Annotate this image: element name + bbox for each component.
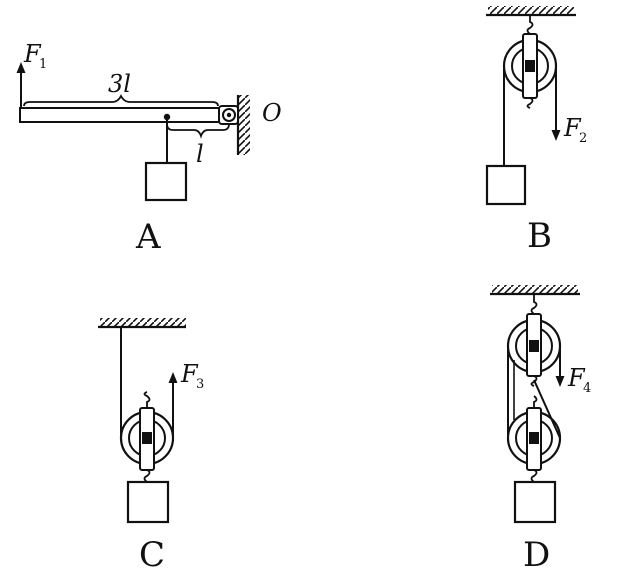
pulley-d-fixed-axle-icon — [529, 340, 539, 352]
pivot-label: O — [262, 99, 282, 127]
lever-bar — [19, 107, 229, 123]
long-arm-label: 3l — [108, 70, 131, 98]
weight-b — [485, 164, 527, 206]
panel-label-a: A — [135, 217, 161, 257]
pulley-b-axle-icon — [525, 60, 535, 72]
force-sub-b: 2 — [579, 131, 587, 146]
arrowhead-up-icon — [168, 372, 178, 383]
wall-a — [238, 95, 250, 155]
pulley-d-movable-axle-icon — [529, 432, 539, 444]
arrowhead-up-icon — [16, 62, 26, 73]
panel-c: F 3 C — [98, 318, 204, 575]
hook-b-lower-icon — [526, 97, 534, 109]
panel-label-c: C — [139, 535, 165, 575]
load-point-a — [163, 113, 171, 121]
hook-c-lower-icon — [143, 469, 151, 483]
force-sub-d: 4 — [583, 381, 591, 396]
hook-d-bottom-icon — [530, 469, 538, 483]
hook-c-upper-icon — [143, 391, 151, 408]
ceiling-c — [100, 318, 186, 327]
weight-c — [126, 480, 170, 524]
hook-b-icon — [526, 15, 534, 35]
weight-a — [144, 161, 188, 202]
ceiling-b — [488, 6, 574, 15]
short-arm-label: l — [196, 140, 204, 168]
brace-l — [166, 123, 230, 139]
pivot-center-icon — [226, 112, 232, 118]
weight-d — [513, 480, 557, 524]
force-label-b: F — [563, 114, 582, 142]
force-sub-a: 1 — [39, 57, 47, 72]
panel-d: F 4 D — [490, 285, 591, 575]
hook-d-top-icon — [530, 294, 538, 315]
panel-b: F 2 B — [485, 6, 587, 256]
force-sub-c: 3 — [196, 377, 204, 392]
panel-label-d: D — [523, 535, 550, 575]
force-label-d: F — [567, 364, 586, 392]
panel-a: F 1 3l l O A — [16, 40, 282, 257]
rope-d-diagonal — [533, 379, 561, 439]
arrowhead-down-icon — [551, 130, 561, 141]
brace-3l — [23, 93, 219, 107]
force-label-a: F — [23, 40, 42, 68]
arrowhead-down-icon — [555, 376, 565, 387]
force-label-c: F — [180, 360, 199, 388]
ceiling-d — [492, 285, 578, 294]
pulley-c-axle-icon — [142, 432, 152, 444]
hook-d-lower-top-icon — [533, 395, 538, 408]
panel-label-b: B — [527, 216, 552, 256]
